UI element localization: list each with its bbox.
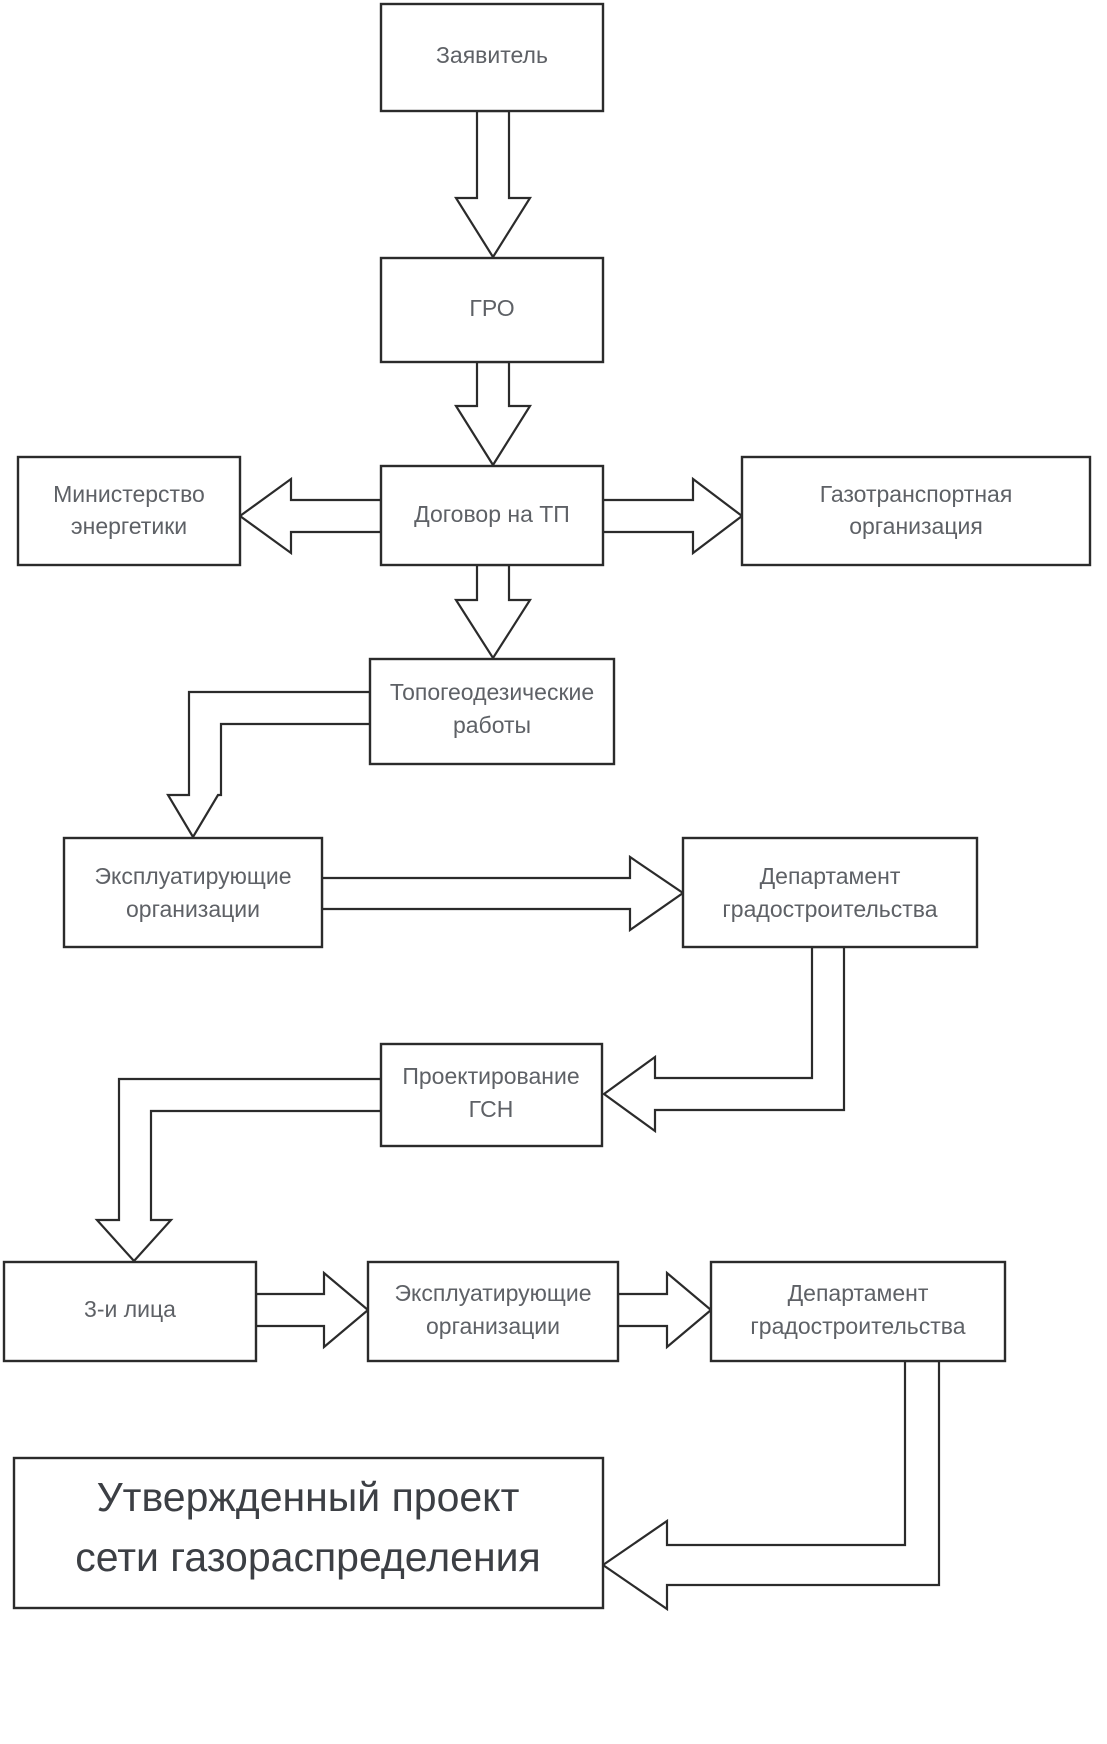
node-gazotransport-line-1: организация xyxy=(849,513,983,539)
node-utverzhdennyy-line-0: Утвержденный проект xyxy=(97,1474,520,1520)
node-topogeodezicheskie-raboty[interactable]: Топогеодезические работы xyxy=(368,657,616,766)
node-gro-line-0: ГРО xyxy=(469,295,514,321)
edge-eksplo2-to-departament2 xyxy=(616,1270,713,1350)
edge-zayavitel-to-gro xyxy=(454,109,532,260)
node-ministerstvo-energetiki[interactable]: Министерство энергетики xyxy=(16,455,242,567)
node-eksplo1-line-0: Эксплуатирующие xyxy=(95,863,292,889)
edge-gro-to-dogovor xyxy=(454,360,532,468)
node-minenergo-line-0: Министерство xyxy=(53,481,205,507)
node-departament2-line-0: Департамент xyxy=(788,1280,929,1306)
node-utverzhdennyy-line-1: сети газораспределения xyxy=(75,1534,540,1580)
node-gro[interactable]: ГРО xyxy=(379,256,605,364)
edge-treti-lica-to-eksplo2 xyxy=(254,1270,370,1350)
node-utverzhdennyy-proekt[interactable]: Утвержденный проект сети газораспределен… xyxy=(12,1456,605,1610)
node-ekspluatiruyushchie-organizacii-1[interactable]: Эксплуатирующие организации xyxy=(62,836,324,949)
node-topogeo-line-0: Топогеодезические xyxy=(390,679,594,705)
node-departament-gradostroitelstva-1[interactable]: Департамент градостроительства xyxy=(681,836,979,949)
node-gazotransportnaya-organizaciya[interactable]: Газотранспортная организация xyxy=(740,455,1092,567)
node-dogovor-na-tp[interactable]: Договор на ТП xyxy=(379,464,605,567)
node-eksplo2-line-1: организации xyxy=(426,1313,560,1339)
edge-departament2-to-utverzhdennyy xyxy=(601,1359,941,1612)
node-dogovor-line-0: Договор на ТП xyxy=(414,501,570,527)
node-gazotransport-line-0: Газотранспортная xyxy=(820,481,1013,507)
node-treti-lica-line-0: 3-и лица xyxy=(84,1296,176,1322)
node-departament-gradostroitelstva-2[interactable]: Департамент градостроительства xyxy=(709,1260,1007,1363)
edge-proekt-to-treti-lica xyxy=(94,1077,383,1263)
node-proektirovanie-gsn[interactable]: Проектирование ГСН xyxy=(379,1042,604,1148)
node-treti-lica[interactable]: 3-и лица xyxy=(2,1260,258,1363)
node-departament2-line-1: градостроительства xyxy=(750,1313,965,1339)
node-ekspluatiruyushchie-organizacii-2[interactable]: Эксплуатирующие организации xyxy=(366,1260,620,1363)
node-zayavitel-line-0: Заявитель xyxy=(436,42,548,68)
edge-dogovor-to-gazotransport xyxy=(601,476,744,556)
node-minenergo-line-1: энергетики xyxy=(71,513,187,539)
node-departament1-line-1: градостроительства xyxy=(722,896,937,922)
edge-eksplo1-to-departament1 xyxy=(320,854,685,933)
node-proekt-line-1: ГСН xyxy=(469,1096,514,1122)
edge-topogeo-to-eksplo1 xyxy=(166,690,372,840)
node-departament1-line-0: Департамент xyxy=(760,863,901,889)
node-eksplo2-line-0: Эксплуатирующие xyxy=(395,1280,592,1306)
node-eksplo1-line-1: организации xyxy=(126,896,260,922)
node-proekt-line-0: Проектирование xyxy=(402,1063,579,1089)
edge-departament1-to-proekt xyxy=(602,945,846,1134)
node-topogeo-line-1: работы xyxy=(453,712,531,738)
node-zayavitel[interactable]: Заявитель xyxy=(379,2,605,113)
edge-dogovor-to-minenergo xyxy=(238,476,383,556)
edge-dogovor-to-topogeo xyxy=(453,563,533,661)
